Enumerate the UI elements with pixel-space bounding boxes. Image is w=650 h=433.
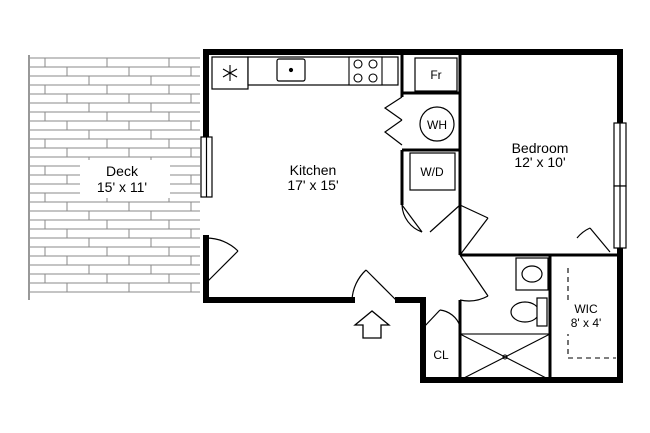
fridge-label: Fr bbox=[430, 68, 441, 82]
shower bbox=[459, 333, 551, 381]
water-heater: WH bbox=[419, 106, 455, 142]
deck-window bbox=[200, 136, 213, 198]
water-heater-label: WH bbox=[427, 118, 447, 132]
deck-dimensions: 15' x 11' bbox=[97, 179, 147, 195]
entry-door bbox=[351, 269, 397, 301]
deck-label: Deck bbox=[106, 163, 139, 179]
kitchen-label: Kitchen bbox=[290, 162, 337, 178]
up-arrow-icon bbox=[353, 310, 391, 339]
stove-icon bbox=[348, 56, 383, 86]
kitchen-sink-icon bbox=[276, 58, 306, 82]
toilet-icon bbox=[510, 297, 548, 327]
bedroom-label: Bedroom bbox=[512, 140, 569, 156]
deck-area: Deck 15' x 11' bbox=[28, 55, 200, 300]
washer-dryer: W/D bbox=[409, 152, 456, 191]
wic-label: WIC bbox=[574, 302, 598, 316]
snowflake-icon bbox=[222, 65, 238, 81]
closet-label: CL bbox=[433, 348, 449, 362]
washer-dryer-label: W/D bbox=[420, 165, 444, 179]
bedroom-windows bbox=[613, 122, 627, 249]
fridge: Fr bbox=[414, 57, 458, 92]
bathroom-sink-icon bbox=[515, 257, 549, 291]
wic-dimensions: 8' x 4' bbox=[571, 316, 602, 330]
exterior-walls bbox=[203, 49, 623, 383]
utility-doors bbox=[383, 96, 611, 329]
deck-door bbox=[205, 237, 239, 284]
kitchen-dimensions: 17' x 15' bbox=[287, 177, 338, 193]
bedroom-dimensions: 12' x 10' bbox=[514, 154, 565, 170]
